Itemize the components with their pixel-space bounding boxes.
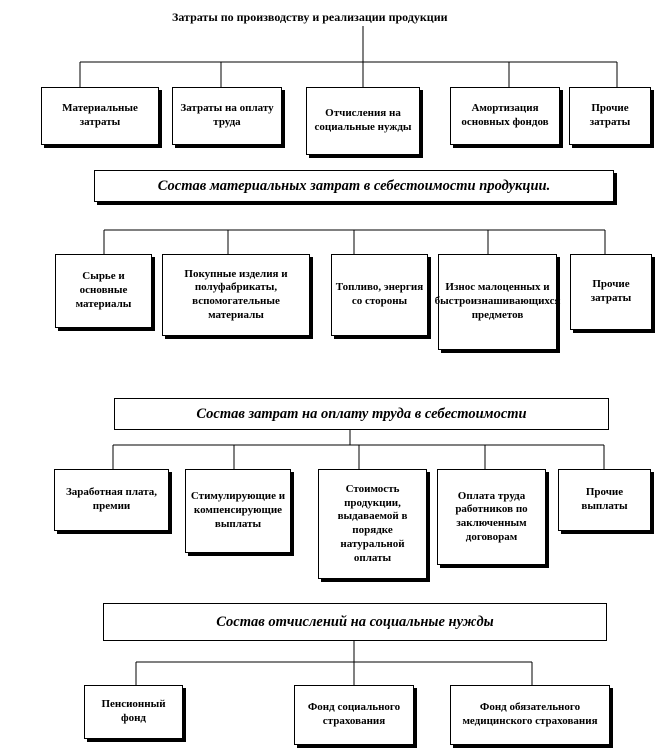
cost-social: Отчисления на социальные нужды bbox=[306, 87, 420, 155]
cost-depreciation: Амортизация основных фондов bbox=[450, 87, 560, 145]
cost-other: Прочие затраты bbox=[569, 87, 651, 145]
labor-wages: Заработная плата, премии bbox=[54, 469, 169, 531]
box-label: Сырье и основные материалы bbox=[75, 270, 132, 310]
box-label: Амортизация основных фондов bbox=[461, 102, 549, 128]
box-label: Фонд социального страхования bbox=[307, 701, 401, 727]
box-label: Стоимость продукции, выдаваемой в порядк… bbox=[337, 482, 408, 564]
diagram-title: Затраты по производству и реализации про… bbox=[172, 10, 448, 24]
box-label: Покупные изделия и полуфабрикаты, вспомо… bbox=[184, 267, 288, 321]
box-label: Топливо, энергия со стороны bbox=[335, 281, 424, 307]
material-other: Прочие затраты bbox=[570, 254, 652, 330]
box-label: Материальные затраты bbox=[62, 102, 138, 128]
material-raw: Сырье и основные материалы bbox=[55, 254, 152, 328]
material-purchased: Покупные изделия и полуфабрикаты, вспомо… bbox=[162, 254, 310, 336]
section-labor-heading: Состав затрат на оплату труда в себестои… bbox=[114, 398, 609, 430]
box-label: Стимулирующие и компенсирующие выплаты bbox=[190, 490, 286, 530]
labor-contracts: Оплата труда работников по заключенным д… bbox=[437, 469, 546, 565]
box-label: Отчисления на социальные нужды bbox=[314, 107, 412, 133]
material-fuel: Топливо, энергия со стороны bbox=[331, 254, 428, 336]
box-label: Оплата труда работников по заключенным д… bbox=[455, 489, 528, 543]
box-label: Затраты на оплату труда bbox=[180, 102, 274, 128]
section-social-heading: Состав отчислений на социальные нужды bbox=[103, 603, 607, 641]
material-wear: Износ малоценных и быстроизнашивающихся … bbox=[435, 254, 560, 350]
fund-social-insurance: Фонд социального страхования bbox=[294, 685, 414, 745]
fund-medical-insurance: Фонд обязательного медицинского страхова… bbox=[450, 685, 610, 745]
box-label: Прочие выплаты bbox=[581, 486, 628, 512]
box-label: Фонд обязательного медицинского страхова… bbox=[462, 701, 598, 727]
cost-labor: Затраты на оплату труда bbox=[172, 87, 282, 145]
box-label: Прочие затраты bbox=[590, 278, 632, 304]
section-material-heading: Состав материальных затрат в себестоимос… bbox=[94, 170, 614, 202]
box-label: Прочие затраты bbox=[589, 102, 631, 128]
cost-material: Материальные затраты bbox=[41, 87, 159, 145]
box-label: Пенсионный фонд bbox=[101, 698, 166, 724]
box-label: Износ малоценных и быстроизнашивающихся … bbox=[434, 281, 561, 321]
labor-in-kind: Стоимость продукции, выдаваемой в порядк… bbox=[318, 469, 427, 579]
labor-other: Прочие выплаты bbox=[558, 469, 651, 531]
box-label: Заработная плата, премии bbox=[65, 486, 158, 512]
fund-pension: Пенсионный фонд bbox=[84, 685, 183, 739]
labor-incentive: Стимулирующие и компенсирующие выплаты bbox=[185, 469, 291, 553]
